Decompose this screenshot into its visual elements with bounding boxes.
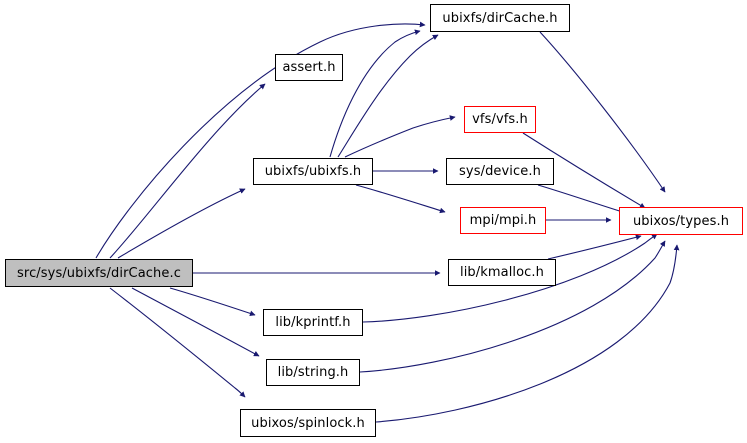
edge-ubixfs_h-mpi_h bbox=[355, 184, 446, 214]
node-label: mpi/mpi.h bbox=[469, 213, 537, 228]
edge-dirCache_c-spinlock_h bbox=[109, 287, 246, 398]
node-vfs-vfs-h[interactable]: vfs/vfs.h bbox=[464, 106, 536, 133]
node-label: lib/kmalloc.h bbox=[459, 265, 544, 280]
node-ubixfs-ubixfs-h[interactable]: ubixfs/ubixfs.h bbox=[253, 158, 373, 185]
node-label: ubixos/types.h bbox=[632, 213, 730, 229]
edge-dirCache_c-dirCache_h bbox=[95, 21, 426, 259]
node-label: src/sys/ubixfs/dirCache.c bbox=[17, 265, 181, 281]
edge-ubixfs_h-dirCache_h-alt bbox=[329, 29, 421, 158]
node-label: sys/device.h bbox=[459, 164, 541, 179]
edge-dirCache_c-assert_h bbox=[109, 83, 266, 259]
node-assert-h[interactable]: assert.h bbox=[275, 54, 343, 81]
edge-dirCache_c-ubixfs_h bbox=[117, 188, 246, 259]
node-mpi-mpi-h[interactable]: mpi/mpi.h bbox=[460, 207, 546, 234]
edge-kmalloc_h-types_h bbox=[547, 234, 642, 260]
edge-ubixfs_h-vfs_h bbox=[344, 115, 456, 158]
node-label: assert.h bbox=[282, 60, 336, 75]
node-ubixfs-dirCache-h[interactable]: ubixfs/dirCache.h bbox=[430, 4, 570, 32]
edge-dirCache_c-kprintf_h bbox=[169, 287, 256, 317]
node-label: ubixos/spinlock.h bbox=[251, 415, 365, 431]
node-lib-string-h[interactable]: lib/string.h bbox=[266, 359, 360, 386]
node-label: lib/string.h bbox=[277, 365, 349, 380]
node-label: lib/kprintf.h bbox=[275, 315, 351, 330]
node-lib-kmalloc-h[interactable]: lib/kmalloc.h bbox=[448, 259, 556, 286]
node-sys-device-h[interactable]: sys/device.h bbox=[446, 158, 554, 185]
node-label: vfs/vfs.h bbox=[472, 112, 528, 127]
node-ubixos-spinlock-h[interactable]: ubixos/spinlock.h bbox=[240, 409, 376, 437]
node-label: ubixfs/dirCache.h bbox=[442, 10, 558, 26]
edge-ubixfs_h-dirCache_h bbox=[337, 34, 439, 158]
node-src-sys-ubixfs-dirCache-c[interactable]: src/sys/ubixfs/dirCache.c bbox=[5, 259, 193, 287]
edge-dirCache_c-string_h bbox=[131, 287, 260, 357]
node-lib-kprintf-h[interactable]: lib/kprintf.h bbox=[263, 309, 363, 336]
node-label: ubixfs/ubixfs.h bbox=[264, 164, 362, 179]
node-ubixos-types-h[interactable]: ubixos/types.h bbox=[619, 207, 743, 235]
edge-dirCache_h-types_h bbox=[539, 31, 666, 193]
edge-device_h-types_h bbox=[537, 184, 627, 215]
